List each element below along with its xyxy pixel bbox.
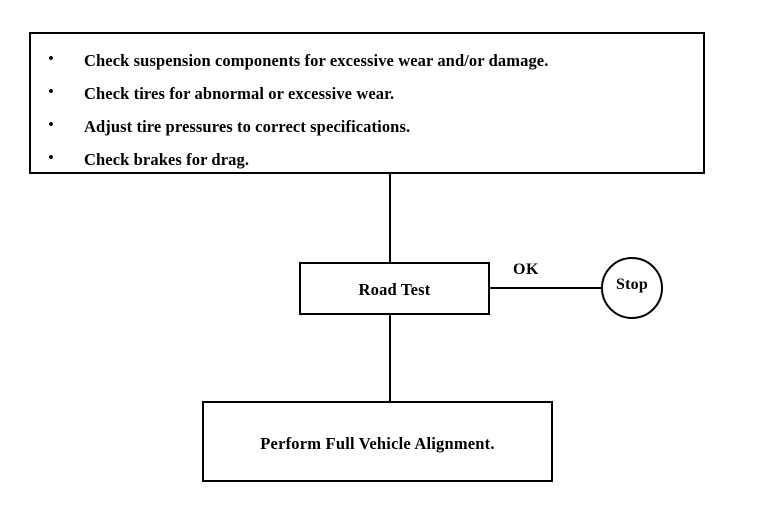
list-item: • Check brakes for drag. <box>45 143 697 176</box>
node-stop: Stop <box>601 257 663 319</box>
node-alignment-label: Perform Full Vehicle Alignment. <box>260 434 495 453</box>
bullet-icon: • <box>48 150 54 166</box>
connector-road-test-to-alignment <box>389 314 391 402</box>
node-stop-label: Stop <box>616 276 648 293</box>
list-item: • Check tires for abnormal or excessive … <box>45 77 697 110</box>
list-item-label: Check tires for abnormal or excessive we… <box>84 84 395 103</box>
list-item-label: Check suspension components for excessiv… <box>84 51 549 70</box>
bullet-icon: • <box>48 117 54 133</box>
node-road-test-label: Road Test <box>358 280 431 299</box>
connector-road-test-to-stop <box>489 287 603 289</box>
node-alignment: Perform Full Vehicle Alignment. <box>202 401 553 482</box>
node-road-test: Road Test <box>299 262 490 315</box>
list-item: • Adjust tire pressures to correct speci… <box>45 110 697 143</box>
checklist-box: • Check suspension components for excess… <box>29 32 705 174</box>
connector-checklist-to-road-test <box>389 174 391 263</box>
list-item-label: Check brakes for drag. <box>84 150 250 169</box>
bullet-icon: • <box>48 84 54 100</box>
checklist-list: • Check suspension components for excess… <box>45 44 697 176</box>
edge-label-ok: OK <box>513 261 539 278</box>
bullet-icon: • <box>48 51 54 67</box>
list-item-label: Adjust tire pressures to correct specifi… <box>84 117 411 136</box>
list-item: • Check suspension components for excess… <box>45 44 697 77</box>
